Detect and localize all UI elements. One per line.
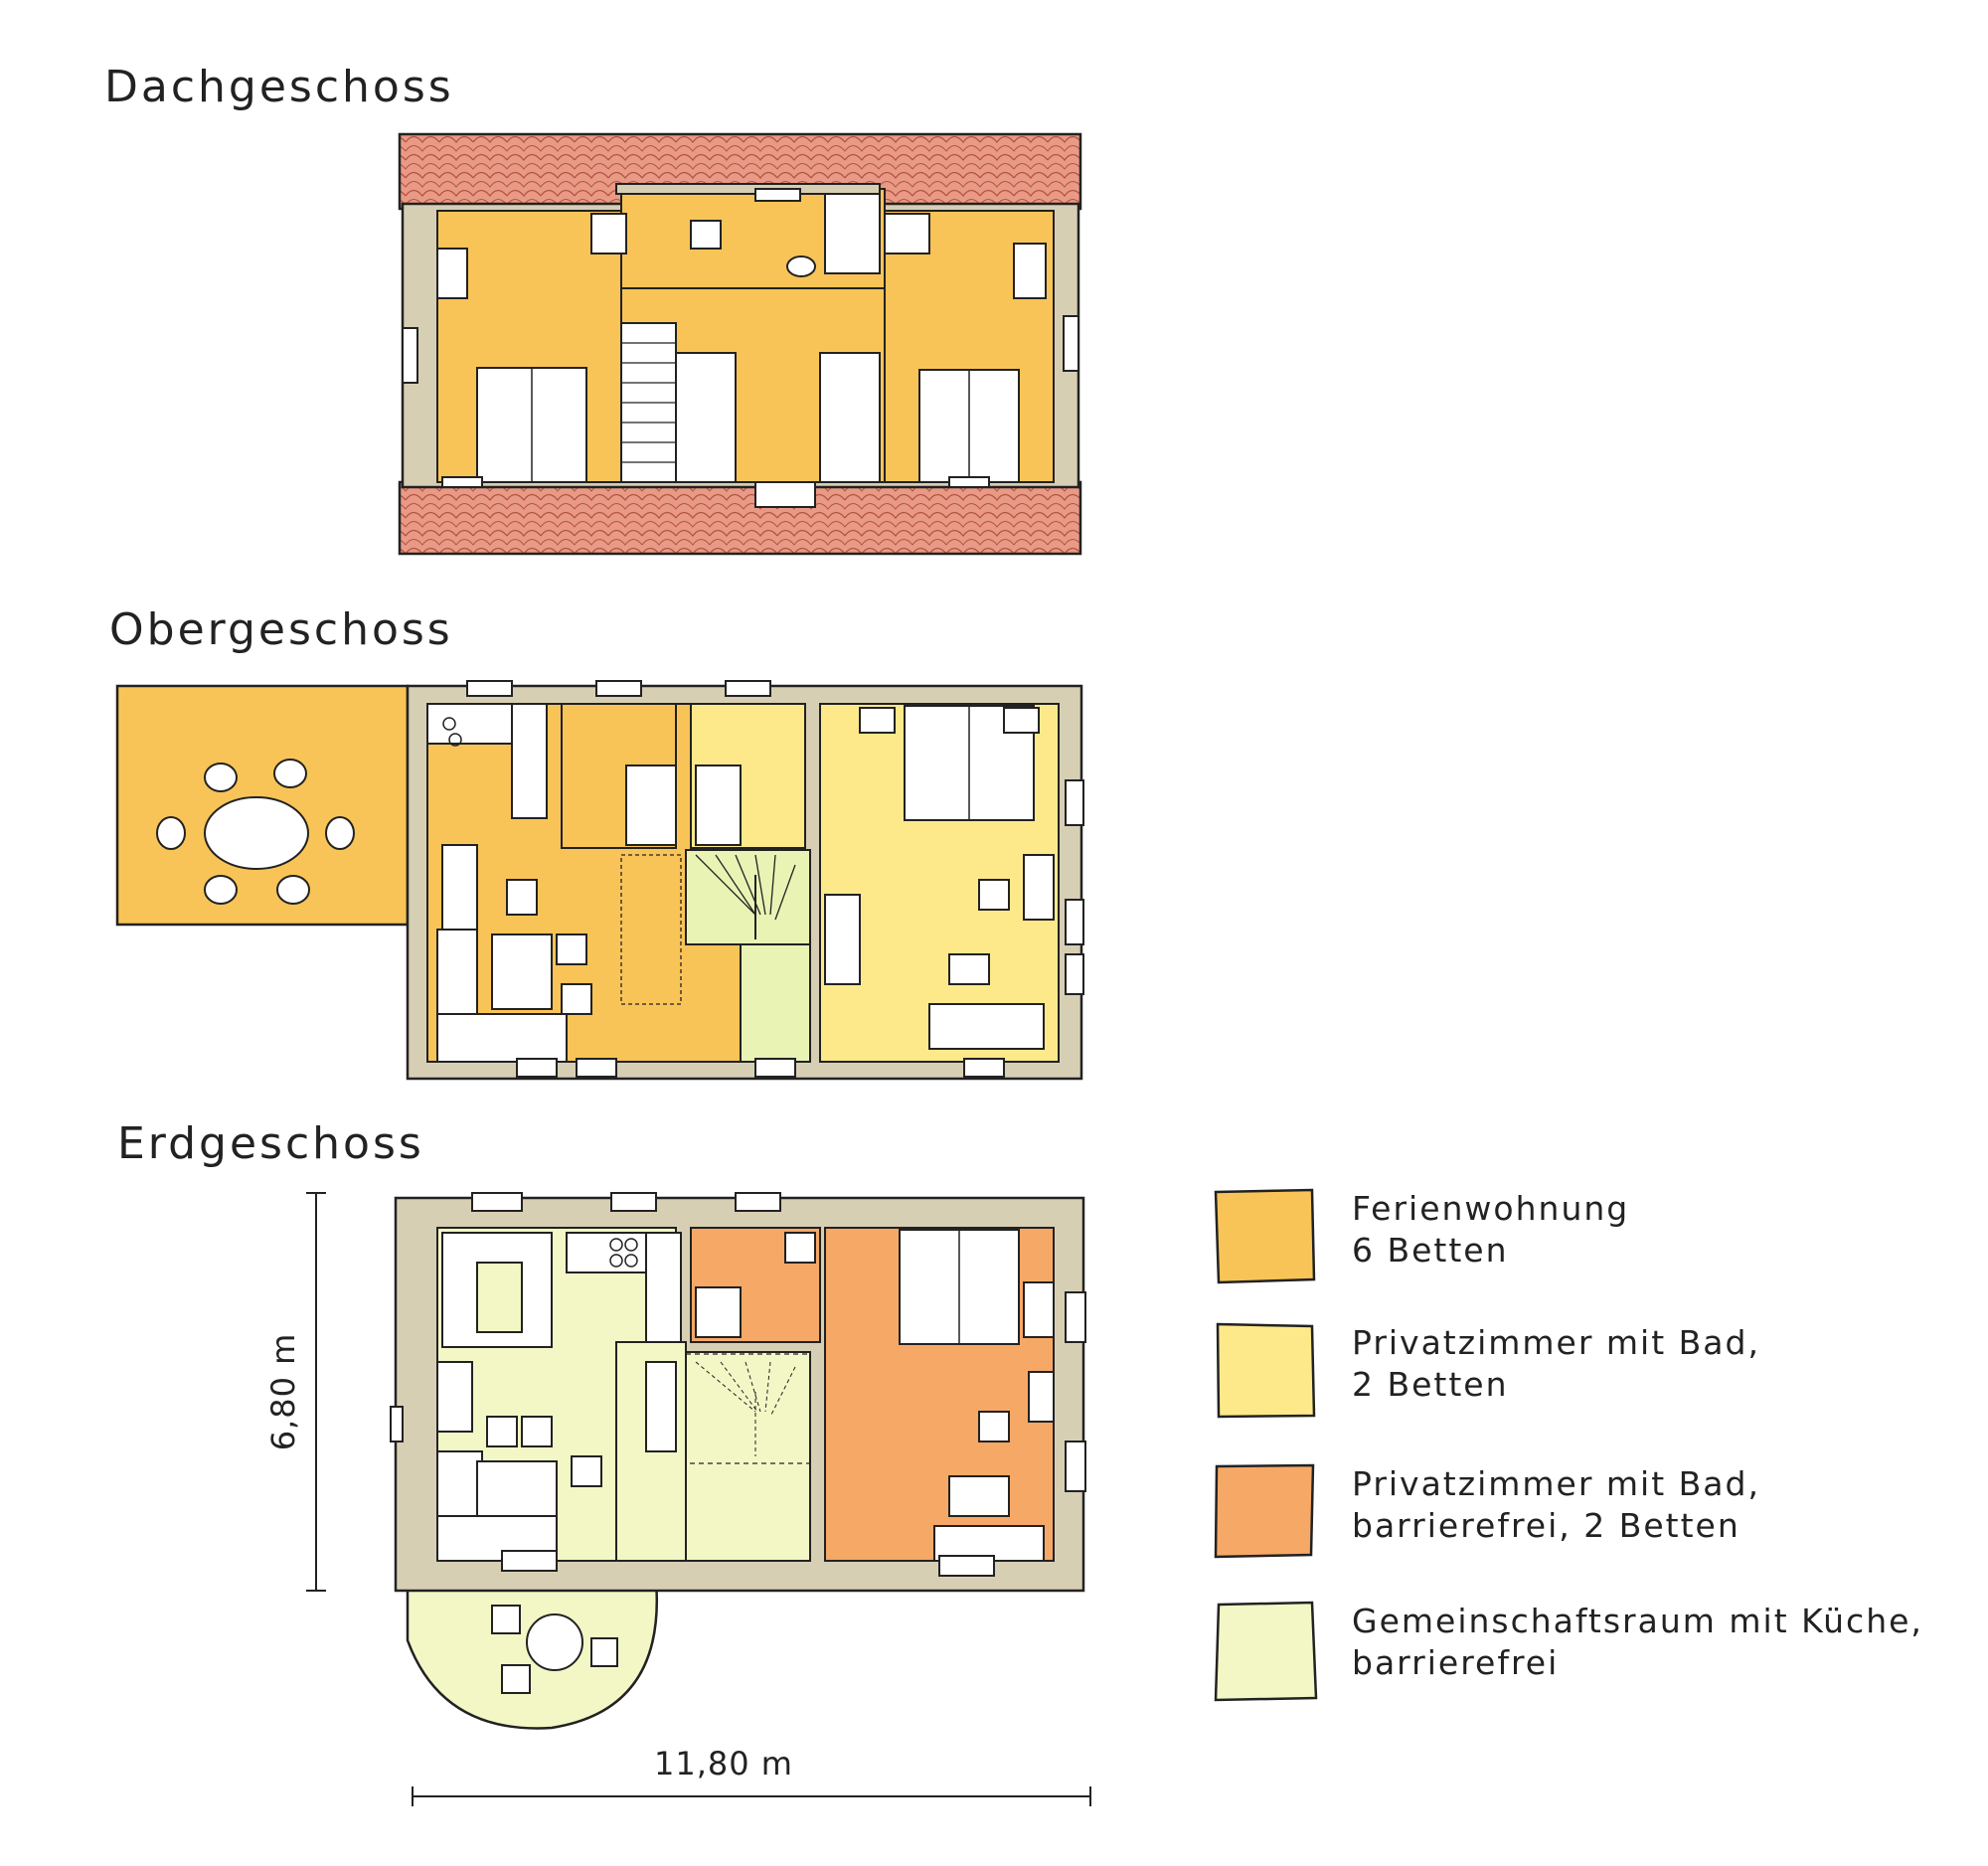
plan-obergeschoss: [115, 680, 1084, 1081]
legend-swatch-gemeinschaftsraum: [1214, 1601, 1318, 1702]
legend-swatch-privatzimmer-barrierefrei: [1214, 1463, 1315, 1559]
floor-title-dachgeschoss: Dachgeschoss: [104, 62, 454, 112]
dining-table-og: [204, 796, 309, 870]
floor-title-erdgeschoss: Erdgeschoss: [117, 1118, 424, 1169]
sofa-og-right: [928, 1003, 1045, 1050]
dormer-dg: [615, 183, 881, 195]
legend-label-2: Privatzimmer mit Bad,: [1352, 1323, 1760, 1362]
dimension-height-label: 6,80 m: [264, 1333, 302, 1451]
stair-eg: [685, 1353, 811, 1464]
shower-dg: [824, 193, 881, 274]
table-eg: [476, 1460, 558, 1517]
shower-og-1: [625, 764, 677, 846]
legend-label-1: Ferienwohnung: [1352, 1189, 1630, 1228]
wardrobe-dg-2: [819, 352, 881, 483]
plan-erdgeschoss: [390, 1192, 1086, 1730]
table-dg-1: [436, 248, 468, 299]
roof-bottom: [398, 480, 1082, 556]
counter-og: [511, 703, 548, 819]
legend-sublabel-1: 6 Betten: [1352, 1231, 1509, 1270]
garden-table-eg: [526, 1613, 583, 1671]
legend-item-ferienwohnung: Ferienwohnung 6 Betten: [1213, 1188, 1968, 1307]
room-og-hall: [740, 938, 811, 1063]
sink-dg: [786, 255, 816, 277]
dimension-width-label: 11,80 m: [654, 1745, 793, 1782]
toilet-dg: [690, 220, 722, 250]
wardrobe-dg-1: [675, 352, 737, 483]
legend-item-gemeinschaftsraum: Gemeinschaftsraum mit Küche, barrierefre…: [1213, 1601, 1968, 1720]
dimension-height: 6,80 m: [264, 1192, 326, 1592]
desk-eg: [948, 1475, 1010, 1517]
legend-sublabel-4: barrierefrei: [1352, 1643, 1560, 1682]
sofa-og: [441, 844, 478, 931]
table-og: [491, 933, 553, 1010]
legend-label-3: Privatzimmer mit Bad,: [1352, 1464, 1760, 1503]
legend-item-privatzimmer-barrierefrei: Privatzimmer mit Bad, barrierefrei, 2 Be…: [1213, 1463, 1968, 1583]
legend-swatch-privatzimmer: [1216, 1322, 1316, 1419]
legend-sublabel-2: 2 Betten: [1352, 1365, 1509, 1404]
legend-label-4: Gemeinschaftsraum mit Küche,: [1352, 1602, 1923, 1640]
dimension-width: 11,80 m: [412, 1745, 1091, 1806]
wardrobe-og: [824, 894, 861, 985]
shower-og-2: [695, 764, 742, 846]
legend-swatch-ferienwohnung: [1214, 1188, 1316, 1284]
legend-item-privatzimmer: Privatzimmer mit Bad, 2 Betten: [1213, 1322, 1968, 1442]
legend-sublabel-3: barrierefrei, 2 Betten: [1352, 1506, 1740, 1545]
room-eg-stair: [680, 1351, 811, 1562]
desk-og: [1023, 854, 1055, 921]
floor-title-obergeschoss: Obergeschoss: [109, 604, 453, 655]
table-dg-2: [1013, 243, 1047, 299]
kitchen-og: [426, 703, 523, 745]
plan-dachgeschoss: [398, 132, 1082, 556]
